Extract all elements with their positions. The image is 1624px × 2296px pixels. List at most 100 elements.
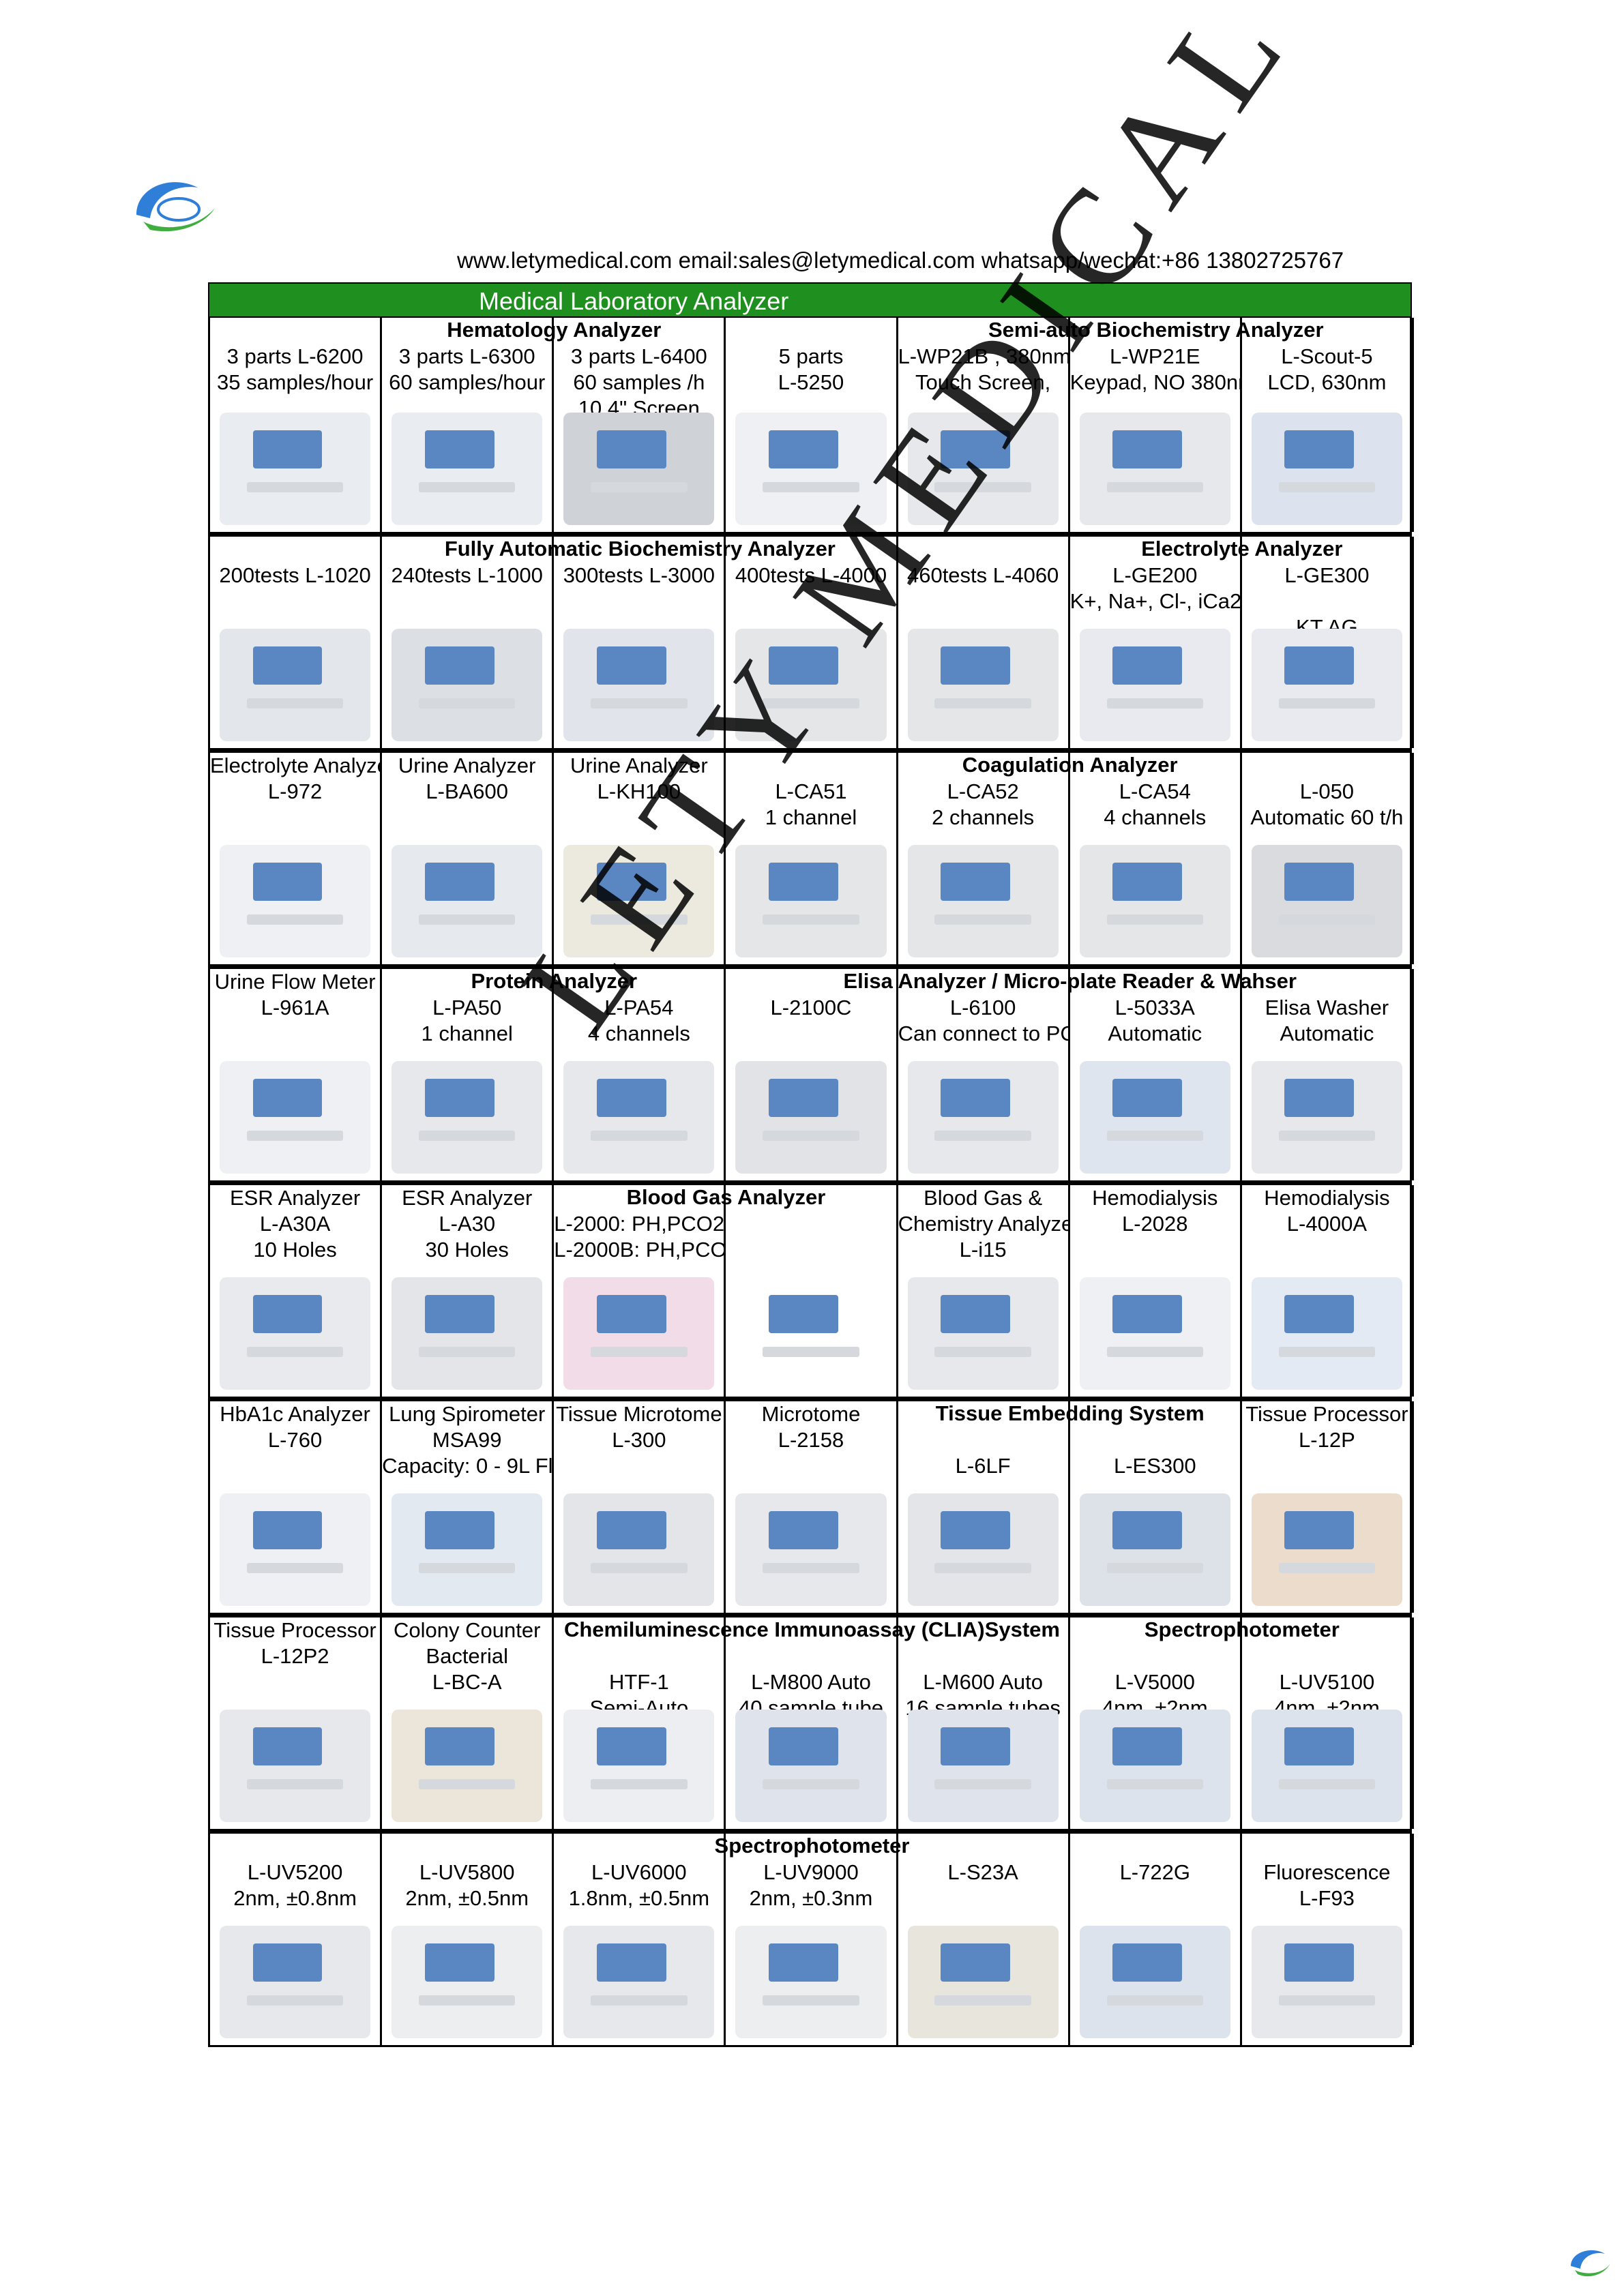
product-cell[interactable]: 300tests L-3000 xyxy=(554,537,726,748)
device-screen-icon xyxy=(424,646,494,685)
device-panel-icon xyxy=(934,698,1031,709)
product-line-1: Hemodialysis xyxy=(1092,1186,1218,1210)
product-line-2: L-760 xyxy=(267,1428,323,1452)
category-header: Coagulation Analyzer xyxy=(962,753,1178,777)
product-line-2: L-M600 Auto xyxy=(923,1670,1044,1694)
product-image xyxy=(735,629,887,741)
device-panel-icon xyxy=(246,1563,344,1574)
product-image xyxy=(392,1926,543,2038)
product-line-2: L-2158 xyxy=(778,1428,844,1452)
product-line-1: L-PA54 xyxy=(604,996,674,1019)
product-line-1: Hemodialysis xyxy=(1264,1186,1390,1210)
device-screen-icon xyxy=(252,1079,323,1118)
product-image xyxy=(220,845,371,957)
product-line-1: 200tests L-1020 xyxy=(219,563,371,587)
product-line-2: MSA99 xyxy=(432,1428,502,1452)
device-panel-icon xyxy=(934,914,1031,925)
device-screen-icon xyxy=(596,1727,666,1766)
device-panel-icon xyxy=(591,1347,688,1358)
device-screen-icon xyxy=(1112,1727,1183,1766)
product-line-1: L-UV5800 xyxy=(419,1860,515,1884)
device-screen-icon xyxy=(1112,1295,1183,1334)
product-cell[interactable]: 200tests L-1020 xyxy=(210,537,383,748)
product-cell[interactable]: 240tests L-1000 xyxy=(382,537,555,748)
product-line-2: Can connect to PC xyxy=(898,1022,1070,1045)
device-panel-icon xyxy=(1106,914,1204,925)
product-cell[interactable] xyxy=(726,1185,898,1397)
product-cell[interactable]: L-ES300 xyxy=(1070,1401,1242,1613)
product-line-2: L-5250 xyxy=(778,370,844,394)
device-screen-icon xyxy=(252,430,323,469)
product-cell[interactable]: L-2100C xyxy=(726,969,898,1180)
product-line-2: L-961A xyxy=(261,996,329,1019)
device-panel-icon xyxy=(1106,482,1204,493)
product-line-1: Microtome xyxy=(761,1402,861,1426)
product-cell[interactable]: L-6LF xyxy=(898,1401,1070,1613)
product-image xyxy=(1079,1493,1230,1606)
device-panel-icon xyxy=(1278,1131,1376,1142)
product-image xyxy=(563,413,715,525)
product-cell[interactable]: L-722G xyxy=(1070,1834,1242,2045)
device-panel-icon xyxy=(934,1995,1031,2006)
device-screen-icon xyxy=(424,1511,494,1550)
device-screen-icon xyxy=(1284,1295,1355,1334)
device-panel-icon xyxy=(246,1131,344,1142)
device-screen-icon xyxy=(252,646,323,685)
product-cell[interactable]: L-S23A xyxy=(898,1834,1070,2045)
product-line-2: K+, Na+, Cl-, iCa2+, pH, Li+ ,TCO2,Tca xyxy=(1069,589,1242,613)
product-cell[interactable]: 400tests L-4000 xyxy=(726,537,898,748)
device-screen-icon xyxy=(941,1511,1010,1550)
product-cell[interactable]: 460tests L-4060 xyxy=(898,537,1070,748)
product-cell[interactable]: L-2000: PH,PCO2,PO2, Na+,K+,Cl-,Ca++L-20… xyxy=(554,1185,726,1397)
device-panel-icon xyxy=(246,914,344,925)
category-header: Elisa Analyzer / Micro-plate Reader & Wa… xyxy=(843,969,1297,993)
